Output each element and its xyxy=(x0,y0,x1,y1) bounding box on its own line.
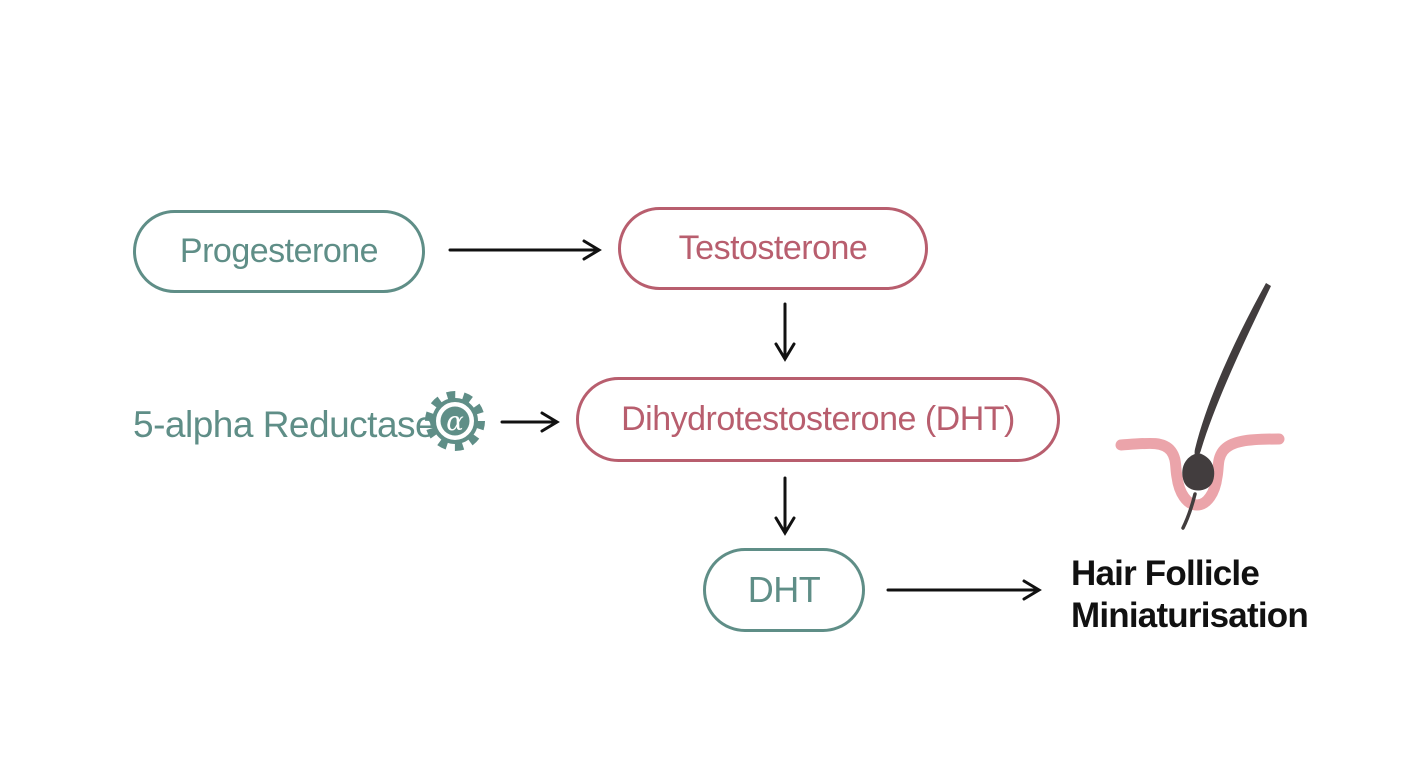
node-dihydrotestosterone: Dihydrotestosterone (DHT) xyxy=(576,377,1060,462)
node-dihydrotestosterone-label: Dihydrotestosterone (DHT) xyxy=(621,400,1015,438)
alpha-symbol: α xyxy=(446,407,464,437)
outcome-label: Hair Follicle Miniaturisation xyxy=(1071,553,1309,637)
gear-alpha-icon: α xyxy=(425,391,485,451)
outcome-line2: Miniaturisation xyxy=(1071,596,1309,635)
arrow-dhtfull-to-dhtpill xyxy=(774,476,796,536)
arrow-dht-to-outcome xyxy=(886,579,1042,601)
node-dht-label: DHT xyxy=(747,569,821,610)
node-testosterone: Testosterone xyxy=(618,207,928,290)
enzyme-label: 5-alpha Reductase xyxy=(133,404,436,445)
arrow-testosterone-to-dht xyxy=(774,302,796,362)
hair-shaft xyxy=(1194,283,1271,456)
node-progesterone-label: Progesterone xyxy=(179,232,379,270)
hair-root xyxy=(1181,492,1197,530)
node-progesterone: Progesterone xyxy=(133,210,425,293)
arrow-enzyme-to-dht xyxy=(500,411,560,433)
node-dht: DHT xyxy=(703,548,865,632)
arrow-progesterone-to-testosterone xyxy=(448,239,602,261)
outcome-line1: Hair Follicle xyxy=(1071,554,1260,593)
skin-line xyxy=(1115,433,1285,511)
hair-bulb xyxy=(1182,453,1215,491)
hair-follicle-illustration xyxy=(1115,283,1285,530)
node-testosterone-label: Testosterone xyxy=(678,229,868,267)
